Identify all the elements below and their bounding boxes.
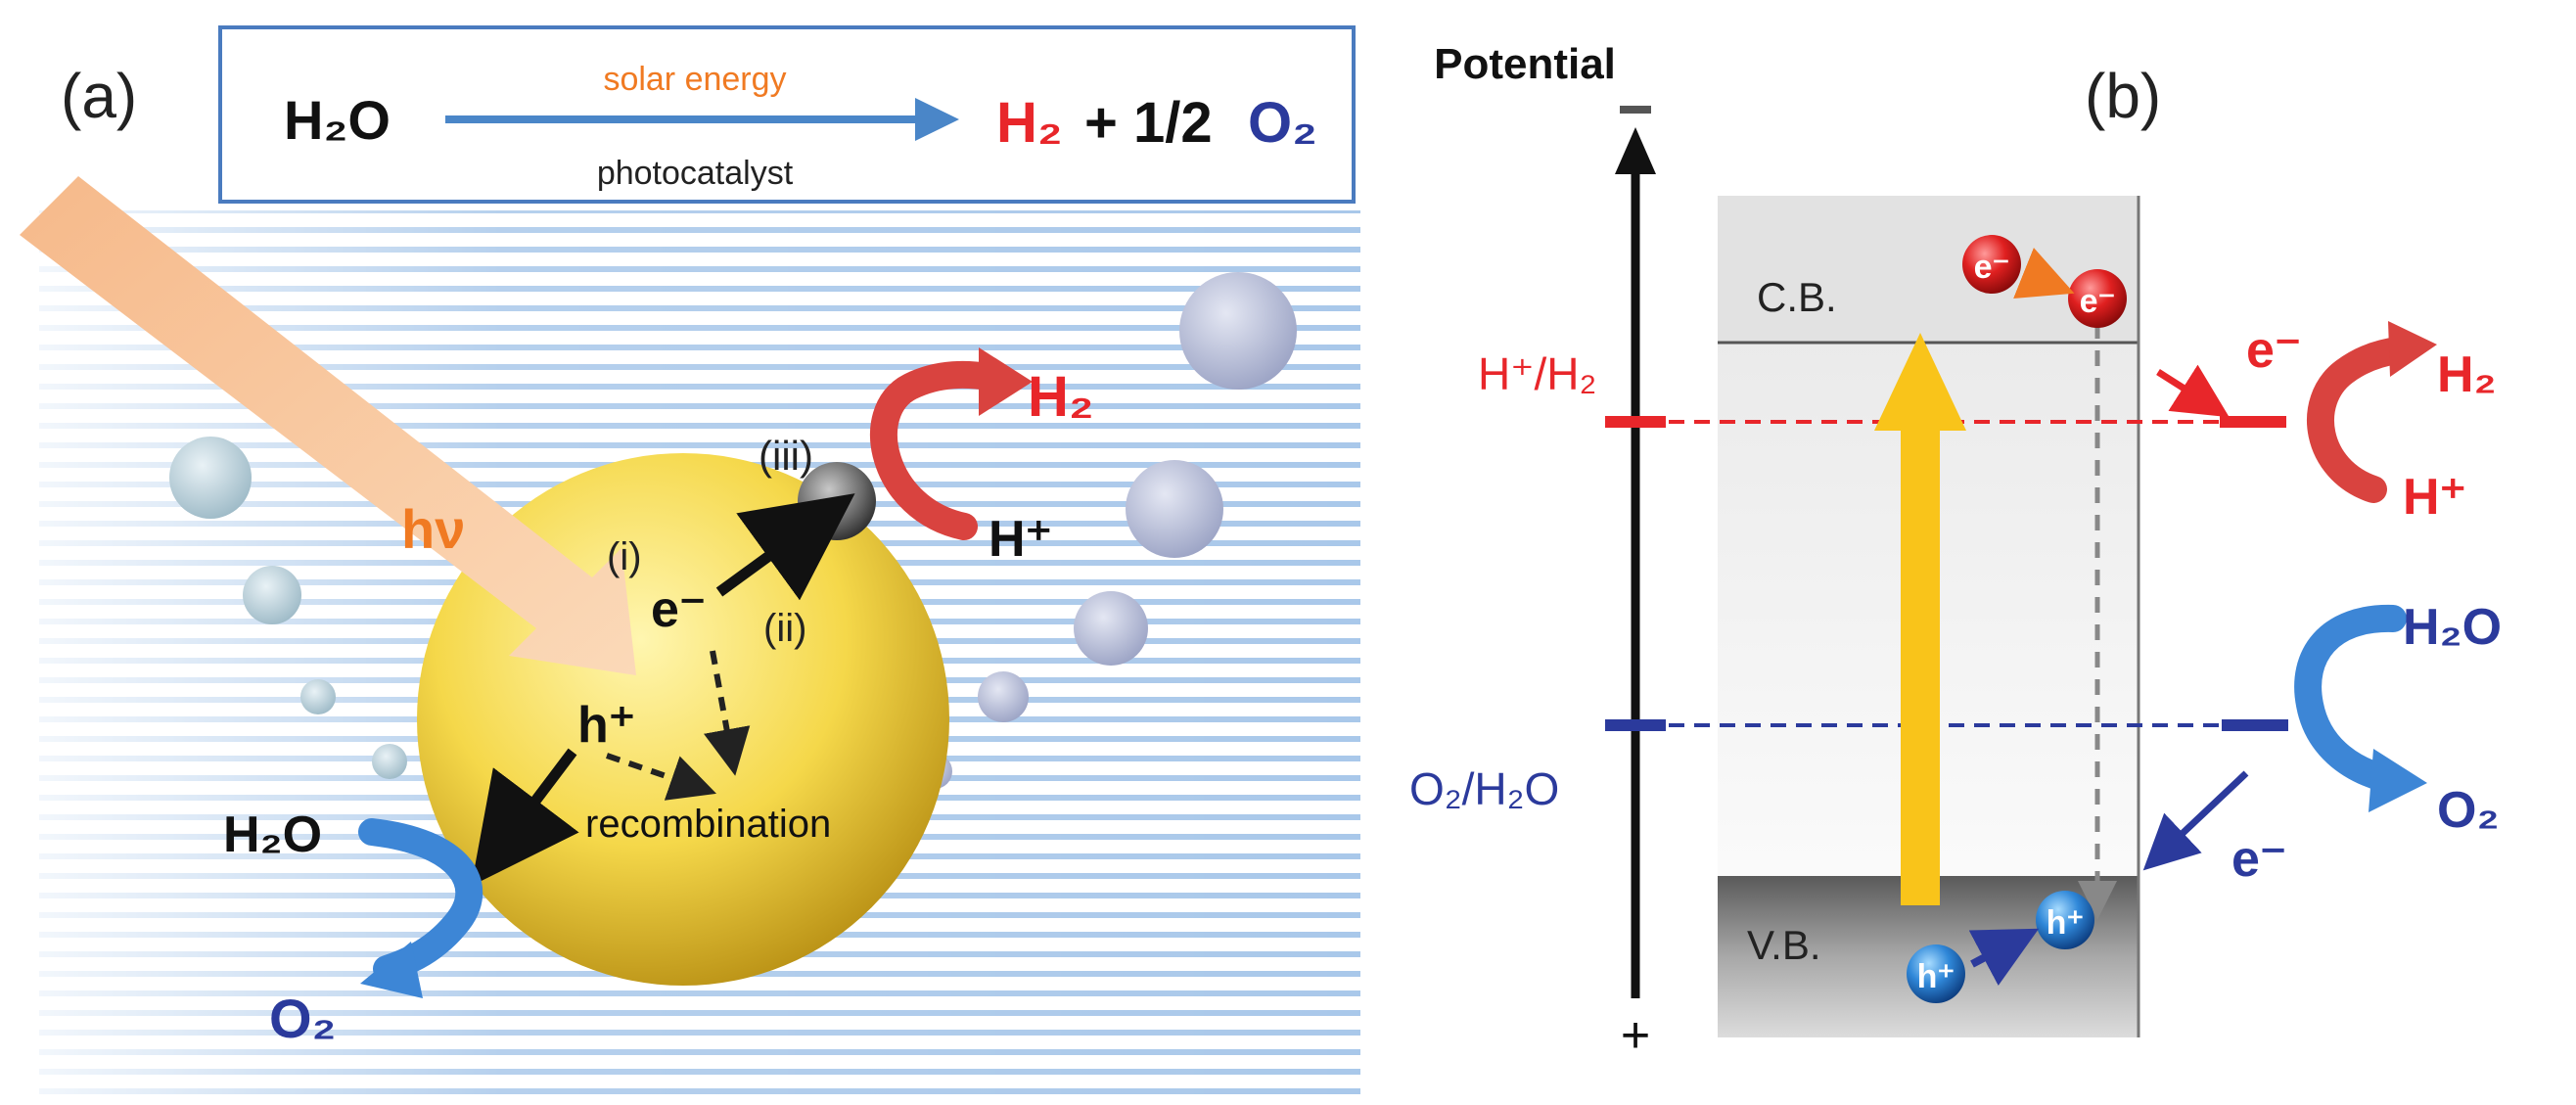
equation-reactant: H₂O (284, 89, 391, 151)
hole-ball-1 (1907, 944, 1965, 1003)
equation-product-plus: + 1/2 (1084, 91, 1213, 155)
vb-label: V.B. (1747, 922, 1821, 968)
electron-ball-1-label: e⁻ (1974, 249, 2010, 286)
panel-b-label: (b) (2085, 61, 2161, 131)
h2-evolution-arrow (870, 360, 1002, 540)
equation-arrowhead (915, 98, 959, 141)
hole-ball-1-label: h⁺ (1917, 958, 1955, 995)
o2-label: O₂ (269, 988, 336, 1049)
step-iii-label: (iii) (759, 433, 813, 479)
panel-a-label: (a) (61, 61, 137, 131)
o-level-label: O₂/H₂O (1409, 763, 1559, 814)
panel-a: (a) H₂O solar energy photocatalyst H₂ + … (20, 25, 1360, 1096)
cb-label: C.B. (1757, 274, 1837, 320)
light-label: hν (401, 498, 465, 560)
hole-ball-2-label: h⁺ (2047, 904, 2085, 942)
recombination-label: recombination (585, 803, 831, 846)
electron-ball-1 (1962, 235, 2021, 294)
h-plus-label: H⁺ (989, 511, 1052, 568)
electron-ball-2 (2068, 269, 2127, 328)
electron-ball-2-label: e⁻ (2080, 283, 2116, 320)
electron-transfer-arrow (715, 493, 855, 601)
o-level-marker (1605, 719, 1666, 731)
electron-transfer-label-b: e⁻ (2246, 322, 2301, 379)
panel-b: (b) Potential + C.B. V.B. H⁺/H₂ O₂/H₂O e… (1409, 40, 2502, 1064)
hole-transfer-arrow-b (2142, 770, 2249, 871)
equation-product-o2: O₂ (1248, 91, 1317, 155)
equation-condition-top: solar energy (603, 61, 786, 98)
equation-condition-bottom: photocatalyst (597, 155, 794, 192)
recombination-arrow-1 (704, 650, 751, 776)
h-level-label: H⁺/H₂ (1478, 348, 1596, 399)
h-level-marker (1605, 416, 1666, 428)
axis-minus-sign (1620, 106, 1651, 114)
hole-transfer-arrow (471, 748, 579, 887)
h2-label-b: H₂ (2437, 346, 2497, 403)
h2o-label-b: H₂O (2403, 599, 2502, 656)
h2o-label: H₂O (223, 806, 322, 863)
hole-relax-arrow (1968, 928, 2040, 987)
step-ii-label: (ii) (763, 607, 806, 650)
excitation-arrow (1901, 421, 1940, 905)
electron-relax-arrow (2013, 248, 2075, 299)
h2-evolution-arrow-b (2307, 337, 2412, 503)
step-i-label: (i) (607, 535, 642, 578)
electron-label: e⁻ (651, 581, 706, 638)
h-plus-label-b: H⁺ (2403, 469, 2466, 526)
electron-transfer-arrow-b (2156, 364, 2230, 418)
axis-title: Potential (1434, 40, 1616, 88)
recombination-arrow-2 (606, 753, 717, 801)
hole-label: h⁺ (577, 697, 635, 754)
o2-label-b: O₂ (2437, 782, 2500, 839)
hole-transfer-label-b: e⁻ (2231, 831, 2286, 888)
h2-product-label: H₂ (1028, 365, 1094, 429)
bubbles (169, 272, 1297, 789)
o2-evolution-arrow-b (2294, 604, 2407, 792)
hole-ball-2 (2036, 891, 2094, 949)
light-beam (20, 176, 636, 675)
equation-box (218, 25, 1356, 204)
equation-product-h2: H₂ (996, 91, 1063, 155)
axis-plus-sign: + (1621, 1007, 1650, 1064)
conduction-band (1718, 196, 2139, 343)
